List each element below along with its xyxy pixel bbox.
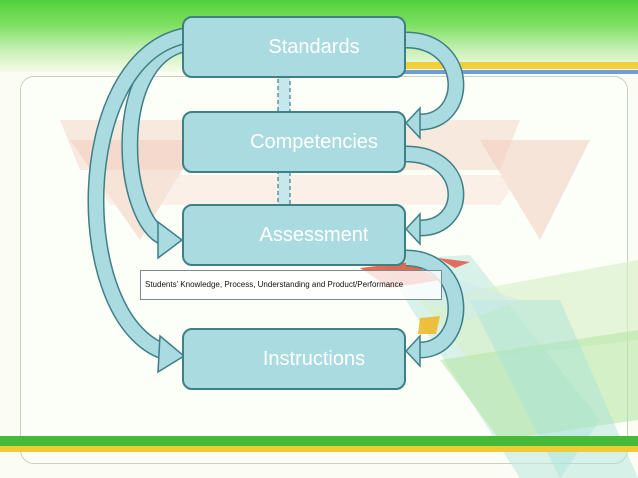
instructions-box: Instructions: [182, 328, 406, 390]
assessment-label: Assessment: [259, 223, 369, 246]
arrow-standards-to-competencies: [404, 31, 465, 140]
bottom-yellow-stripe: [0, 446, 638, 452]
instructions-label: Instructions: [262, 347, 366, 370]
competencies-box: Competencies: [182, 111, 406, 173]
standards-label: Standards: [268, 35, 360, 58]
assessment-note: Students’ Knowledge, Process, Understand…: [140, 270, 442, 300]
assessment-box: Assessment: [182, 204, 406, 266]
top-yellow-stripe: [300, 62, 638, 69]
arrow-assessment-to-instructions: [404, 249, 465, 368]
standards-box: Standards: [182, 16, 406, 78]
bottom-green-stripe: [0, 436, 638, 446]
arrow-standards-to-instructions: [87, 27, 187, 374]
competencies-label: Competencies: [250, 130, 378, 153]
arrow-standards-to-assessment: [121, 35, 187, 260]
arrow-competencies-to-assessment: [404, 145, 465, 246]
top-blue-stripe: [330, 70, 638, 74]
